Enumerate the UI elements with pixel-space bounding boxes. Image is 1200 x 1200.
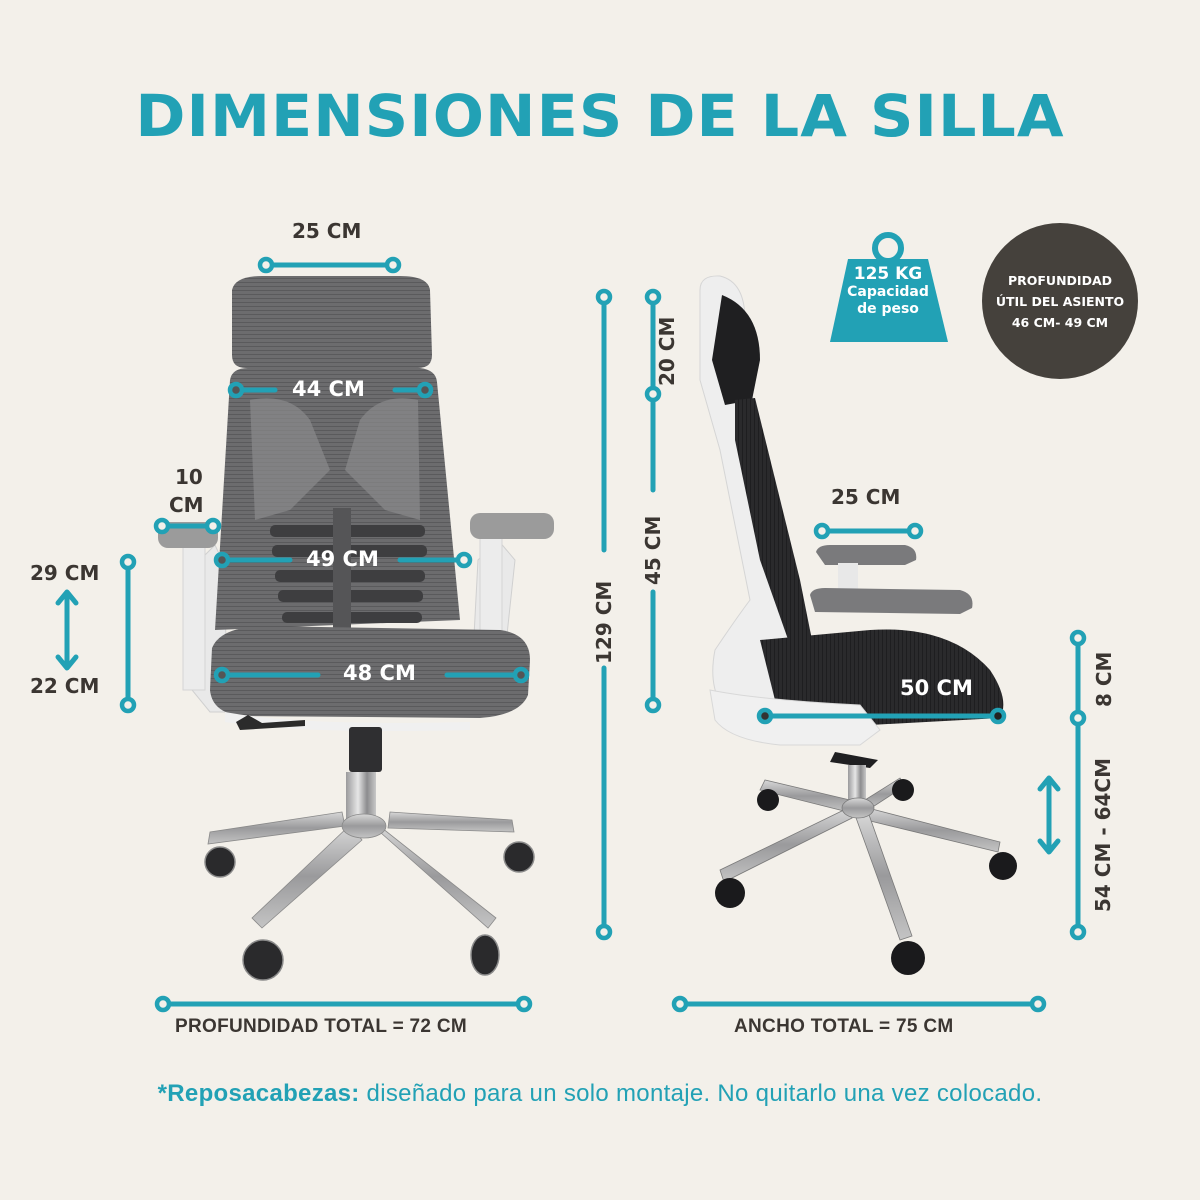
armrest-length-label: 25 CM [831, 485, 901, 509]
footnote-text: diseñado para un solo montaje. No quitar… [359, 1080, 1043, 1107]
side-chair [699, 275, 1017, 975]
seat-thickness-label: 8 CM [1092, 651, 1116, 707]
weight-label-line1: Capacidad [847, 284, 929, 300]
page-title: DIMENSIONES DE LA SILLA [135, 82, 1065, 150]
weight-label-line2: de peso [857, 301, 919, 317]
weight-icon [830, 232, 948, 342]
total-depth-label: PROFUNDIDAD TOTAL = 72 CM [175, 1016, 467, 1037]
headrest-width-label: 25 CM [292, 219, 362, 243]
seat-width-label: 48 CM [343, 661, 416, 685]
total-width-label: ANCHO TOTAL = 75 CM [734, 1016, 954, 1037]
front-chair [158, 276, 554, 981]
backrest-height-label: 45 CM [641, 515, 665, 585]
headrest-footnote: *Reposacabezas: diseñado para un solo mo… [0, 1080, 1200, 1108]
weight-capacity-badge: 125 KG Capacidad de peso [830, 264, 946, 318]
dimension-lines [125, 262, 1081, 1007]
footnote-bold: *Reposacabezas: [157, 1080, 360, 1107]
adjust-arrow-icon [55, 589, 1061, 855]
seat-depth-line1: PROFUNDIDAD [1007, 272, 1113, 288]
armrest-height-min-label: 22 CM [30, 674, 100, 698]
dimension-marker-icons [119, 256, 1087, 1013]
armrest-width-unit-label: CM [169, 493, 204, 517]
weight-value: 125 KG [853, 264, 923, 284]
seat-depth-line2: ÚTIL DEL ASIENTO [995, 293, 1125, 309]
total-height-label: 129 CM [592, 580, 616, 664]
seat-depth-label: 50 CM [900, 676, 973, 700]
backrest-lumbar-width-label: 49 CM [306, 547, 379, 571]
seat-depth-line3: 46 CM- 49 CM [1011, 314, 1109, 330]
armrest-width-value-label: 10 [175, 465, 203, 489]
headrest-height-label: 20 CM [655, 316, 679, 386]
seat-depth-badge: PROFUNDIDAD ÚTIL DEL ASIENTO 46 CM- 49 C… [982, 223, 1138, 379]
backrest-top-width-label: 44 CM [292, 377, 365, 401]
armrest-height-max-label: 29 CM [30, 561, 100, 585]
seat-height-range-label: 54 CM - 64CM [1091, 757, 1115, 912]
